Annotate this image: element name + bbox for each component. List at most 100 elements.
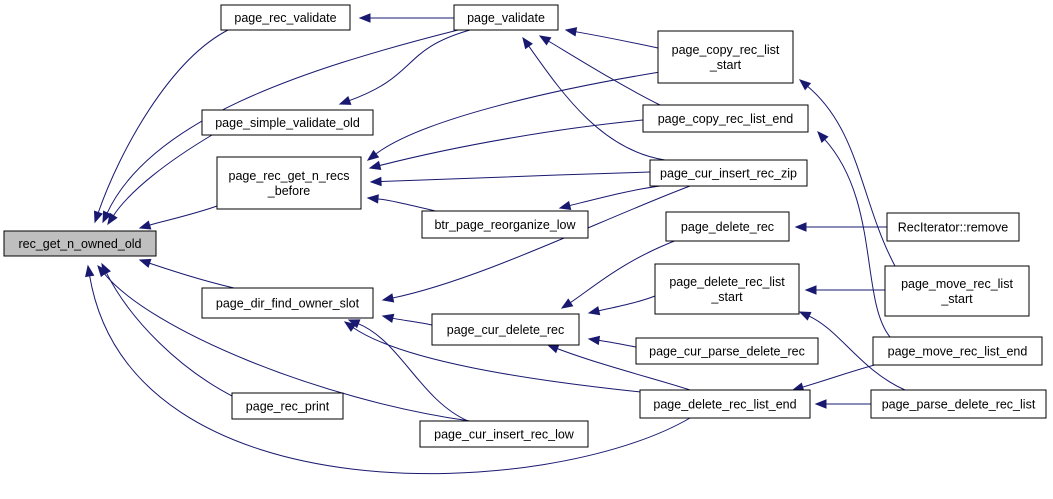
node-label: page_move_rec_list — [901, 277, 1013, 291]
node-label: _start — [940, 292, 973, 306]
edge-arrowhead — [804, 285, 817, 295]
node-rec_get_n_owned_old[interactable]: rec_get_n_owned_old — [3, 230, 157, 257]
node-label: page_validate — [467, 11, 545, 25]
node-page_simple_validate_old[interactable]: page_simple_validate_old — [201, 109, 374, 136]
node-page_validate[interactable]: page_validate — [453, 4, 559, 31]
edge-arrowhead — [564, 27, 578, 37]
node-box — [657, 30, 794, 84]
edge-page_delete_rec_list_start-to-page_cur_delete_rec — [587, 295, 656, 316]
edge-line — [556, 347, 691, 391]
node-box — [431, 313, 580, 346]
node-page_copy_rec_list_start[interactable]: page_copy_rec_list_start — [657, 30, 794, 84]
node-label: page_cur_parse_delete_rec — [649, 345, 805, 359]
edge-line — [806, 85, 896, 267]
node-label: rec_get_n_owned_old — [18, 237, 141, 251]
edge-arrowhead — [343, 321, 357, 332]
node-label: page_cur_insert_rec_zip — [660, 167, 797, 181]
node-page_delete_rec_list_start[interactable]: page_delete_rec_list_start — [654, 263, 800, 315]
edge-line — [376, 198, 441, 213]
edge-line — [105, 271, 237, 399]
edge-line — [352, 326, 661, 395]
edge-arrowhead — [558, 200, 572, 211]
node-box — [665, 211, 790, 242]
edge-line — [357, 322, 469, 422]
node-label: page_cur_delete_rec — [447, 323, 564, 337]
node-page_copy_rec_list_end[interactable]: page_copy_rec_list_end — [642, 104, 809, 133]
node-label: page_copy_rec_list — [672, 43, 780, 57]
edge-arrowhead — [546, 344, 560, 354]
edge-line — [148, 262, 235, 289]
edge-page_delete_rec_list_end-to-rec_get_n_owned_old — [85, 264, 691, 475]
edge-arrowhead — [366, 194, 379, 204]
edge-line — [823, 138, 891, 338]
node-label: page_copy_rec_list_end — [658, 112, 794, 126]
node-page_rec_validate[interactable]: page_rec_validate — [220, 4, 351, 31]
edge-line — [148, 205, 218, 226]
node-page_move_rec_list_end[interactable]: page_move_rec_list_end — [872, 336, 1043, 366]
edge-page_cur_insert_rec_zip-to-page_dir_find_owner_slot — [381, 185, 691, 303]
edge-page_validate-to-page_simple_validate_old — [338, 29, 471, 105]
edge-line — [106, 29, 459, 215]
edge-arrowhead — [794, 222, 807, 232]
node-page_cur_delete_rec[interactable]: page_cur_delete_rec — [431, 313, 580, 346]
edge-arrowhead — [817, 131, 829, 143]
edge-line — [378, 119, 644, 167]
edge-line — [391, 317, 433, 326]
edge-arrowhead — [798, 311, 812, 321]
node-box — [870, 389, 1047, 419]
node-btr_page_reorganize_low[interactable]: btr_page_reorganize_low — [421, 210, 589, 239]
edge-page_cur_insert_rec_zip-to-page_validate — [522, 36, 666, 161]
edge-page_copy_rec_list_end-to-page_rec_get_n_recs_before — [368, 119, 644, 170]
node-page_dir_find_owner_slot[interactable]: page_dir_find_owner_slot — [201, 287, 374, 319]
edge-arrowhead — [138, 258, 152, 268]
edge-page_delete_rec_list_end-to-page_dir_find_owner_slot — [343, 321, 661, 395]
node-page_parse_delete_rec_list[interactable]: page_parse_delete_rec_list — [870, 389, 1047, 419]
edge-page_rec_get_n_recs_before-to-rec_get_n_owned_old — [138, 205, 218, 230]
node-page_rec_print[interactable]: page_rec_print — [231, 392, 344, 420]
node-box — [220, 4, 351, 31]
edge-page_parse_delete_rec_list-to-page_delete_rec_list_start — [798, 311, 906, 391]
edge-arrowhead — [93, 210, 103, 224]
edge-line — [597, 295, 656, 312]
node-label: page_dir_find_owner_slot — [216, 297, 360, 311]
node-page_cur_insert_rec_zip[interactable]: page_cur_insert_rec_zip — [649, 159, 808, 187]
node-box — [216, 156, 362, 210]
edge-line — [808, 315, 906, 391]
edge-line — [348, 29, 471, 102]
node-box — [3, 230, 157, 257]
edge-line — [568, 185, 661, 207]
node-page_delete_rec_list_end[interactable]: page_delete_rec_list_end — [639, 389, 811, 419]
node-box — [201, 109, 374, 136]
edge-page_copy_rec_list_end-to-page_validate — [538, 35, 661, 106]
edge-line — [547, 40, 661, 106]
edge-arrowhead — [138, 220, 152, 230]
edge-page_cur_insert_rec_zip-to-page_rec_get_n_recs_before — [369, 171, 651, 187]
edge-arrowhead — [97, 264, 109, 278]
edge-line — [88, 274, 691, 475]
edge-arrowhead — [538, 35, 552, 46]
edge-page_delete_rec-to-page_cur_delete_rec — [560, 239, 678, 309]
node-label: _start — [710, 290, 743, 304]
node-box — [642, 104, 809, 133]
node-box — [231, 392, 344, 420]
node-page_delete_rec[interactable]: page_delete_rec — [665, 211, 790, 242]
node-label: page_delete_rec_list_end — [653, 398, 796, 412]
edge-line — [527, 45, 666, 161]
edge-line — [103, 272, 471, 422]
node-label: page_simple_validate_old — [215, 116, 360, 130]
node-RecIterator_remove[interactable]: RecIterator::remove — [886, 212, 1020, 242]
edges-layer — [85, 13, 906, 475]
node-box — [872, 336, 1043, 366]
node-box — [201, 287, 374, 319]
node-label: page_rec_validate — [234, 11, 336, 25]
node-page_rec_get_n_recs_before[interactable]: page_rec_get_n_recs_before — [216, 156, 362, 210]
edge-page_move_rec_list_start-to-page_copy_rec_list_start — [798, 79, 896, 267]
edge-page_cur_insert_rec_zip-to-btr_page_reorganize_low — [558, 185, 661, 211]
node-page_move_rec_list_start[interactable]: page_move_rec_list_start — [884, 265, 1030, 317]
node-page_cur_parse_delete_rec[interactable]: page_cur_parse_delete_rec — [635, 337, 819, 365]
node-page_cur_insert_rec_low[interactable]: page_cur_insert_rec_low — [419, 420, 589, 448]
edge-arrowhead — [522, 36, 533, 50]
node-label: _before — [267, 184, 310, 198]
edge-page_rec_print-to-rec_get_n_owned_old — [101, 262, 237, 399]
edge-page_simple_validate_old-to-rec_get_n_owned_old — [107, 134, 213, 226]
